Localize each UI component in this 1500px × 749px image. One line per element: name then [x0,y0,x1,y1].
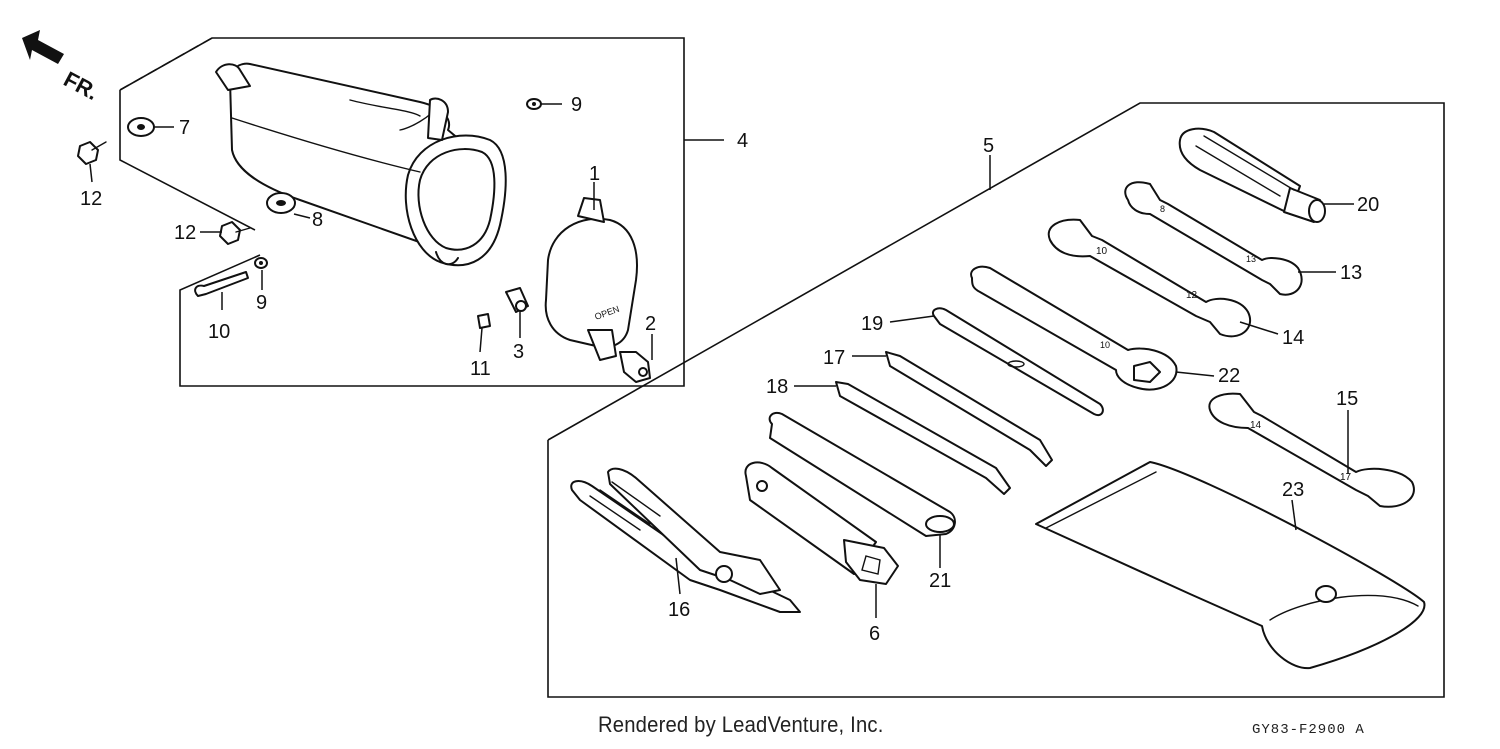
callout-15: 15 [1336,388,1358,410]
callout-18: 18 [766,376,788,398]
wrench-14-size-b: 12 [1186,290,1198,301]
bolt-12-top [77,141,107,165]
callout-14: 14 [1282,327,1304,349]
pliers-16 [570,467,801,613]
plug-wrench-6 [744,461,899,585]
callout-23: 23 [1282,479,1304,501]
nut-9-top [526,98,542,110]
callout-7: 7 [179,117,190,139]
callout-20: 20 [1357,194,1379,216]
callout-12-top: 12 [80,188,102,210]
callout-12-mid: 12 [174,222,196,244]
lock-cylinder [505,287,529,313]
wrench-15: 14 17 [1208,392,1415,508]
callout-8: 8 [312,209,323,231]
wrench-15-size-b: 17 [1340,472,1352,483]
extension-handle-21 [768,412,956,537]
wrench-14: 10 12 [1047,218,1251,338]
callout-labels: 1 2 3 4 5 6 7 8 9 9 10 11 12 12 13 14 15… [80,94,1379,645]
screwdriver-18 [835,381,1011,495]
leader-lines [89,103,1354,618]
callout-2: 2 [645,313,656,335]
tool-box-lid: OPEN [544,197,638,361]
key [619,351,651,383]
pin-11 [477,313,491,329]
direction-label: FR. [60,66,103,105]
cotter-pin-10 [194,271,249,297]
screwdriver-17 [885,351,1053,467]
bolt-12-mid [219,221,251,245]
wrench-15-size-a: 14 [1250,420,1262,431]
tool-bag-23 [1035,461,1426,670]
callout-1: 1 [589,163,600,185]
toolbox-frame-dash [119,37,213,91]
callout-11: 11 [470,358,491,380]
diagram-code: GY83-F2900 A [1252,722,1365,738]
callout-6: 6 [869,623,880,645]
washer-7 [127,117,155,137]
callout-16: 16 [668,599,690,621]
wrench-13-size-b: 13 [1246,254,1256,264]
callout-13: 13 [1340,262,1362,284]
footer-credit: Rendered by LeadVenture, Inc. [598,712,884,737]
wrench-14-size-a: 10 [1096,246,1108,257]
callout-21: 21 [929,570,951,592]
callout-9-left: 9 [256,292,267,314]
callout-19: 19 [861,313,883,335]
wrench-22-size: 10 [1100,340,1110,350]
spanner-bar-19 [932,307,1104,416]
nut-9-left [254,257,268,269]
toolset-frame [547,102,1445,698]
callout-17: 17 [823,347,845,369]
wrench-22: 10 [970,265,1178,391]
wrench-13-size-a: 8 [1160,204,1165,214]
grommet-8 [266,192,296,214]
callout-9-top: 9 [571,94,582,116]
screwdriver-handle [1178,127,1326,223]
wrench-13: 8 13 [1124,181,1303,296]
callout-5: 5 [983,135,994,157]
front-direction-arrow: FR. [22,30,103,105]
callout-3: 3 [513,341,524,363]
callout-4: 4 [737,130,748,152]
callout-10: 10 [208,321,230,343]
callout-22: 22 [1218,365,1240,387]
tool-box-body [215,62,507,267]
